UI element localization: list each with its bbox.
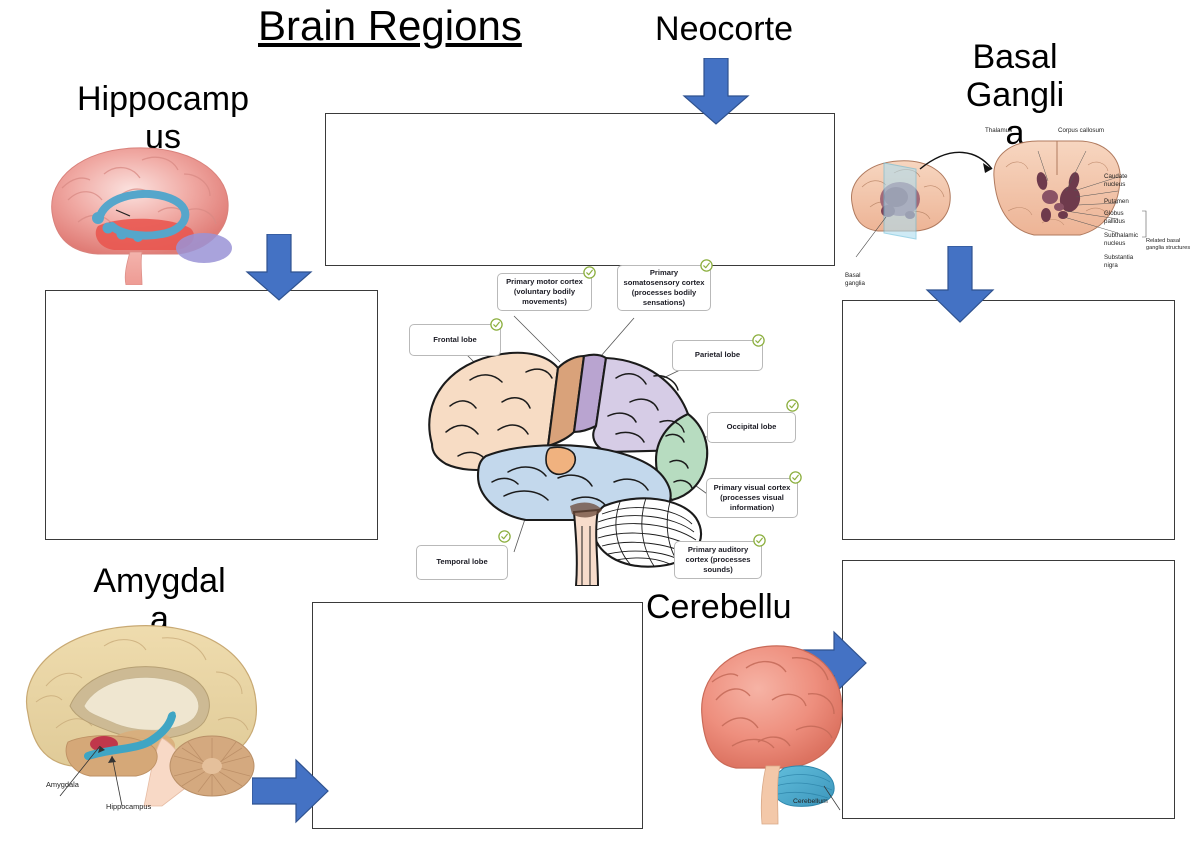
callout-primary-somatosensory-cortex[interactable]: Primary somatosensory cortex (processes … xyxy=(617,265,711,311)
callout-primary-motor-cortex[interactable]: Primary motor cortex (voluntary bodily m… xyxy=(497,273,592,311)
callout-temporal-lobe[interactable]: Temporal lobe xyxy=(416,545,508,580)
callout-frontal-lobe[interactable]: Frontal lobe xyxy=(409,324,501,356)
answer-box-hippocampus[interactable] xyxy=(45,290,378,540)
region-label-basal-ganglia-line1: Basal xyxy=(972,38,1058,76)
amygdala-brain-illustration xyxy=(12,610,282,810)
answer-box-neocortex[interactable] xyxy=(325,113,835,266)
page-title: Brain Regions xyxy=(258,2,522,49)
bg-label-thalamus: Thalamus xyxy=(985,127,1013,134)
callout-primary-auditory-cortex[interactable]: Primary auditory cortex (processes sound… xyxy=(674,541,762,579)
bg-label-subthalamic-nucleus: Subthalamic nucleus xyxy=(1104,232,1139,247)
bg-label-related-structures: Related basal ganglia structures xyxy=(1146,238,1191,251)
region-label-hippocampus-line1: Hippocamp xyxy=(77,80,249,118)
region-label-hippocampus: Hippocamp us xyxy=(48,80,278,156)
region-label-basal-ganglia-line2: Gangli xyxy=(965,76,1065,115)
arrow-down-neocortex xyxy=(682,58,750,126)
check-icon-primary-motor-cortex xyxy=(583,266,596,279)
bg-label-substantia-nigra: Substantia nigra xyxy=(1104,254,1134,269)
arrow-down-basal-ganglia xyxy=(925,246,995,324)
check-icon-temporal-lobe xyxy=(498,530,511,543)
region-label-basal-ganglia: Basal Gangli a xyxy=(920,38,1110,152)
arrow-right-amygdala xyxy=(252,758,330,824)
check-icon-occipital-lobe xyxy=(786,399,799,412)
amygdala-label-amygdala: Amygdala xyxy=(46,780,79,789)
basal-ganglia-illustration xyxy=(842,125,1182,305)
bg-label-basal-ganglia: Basal ganglia xyxy=(845,272,865,287)
hippocampus-brain-illustration xyxy=(38,130,253,285)
check-icon-primary-somatosensory-cortex xyxy=(700,259,713,272)
bg-label-putamen: Putamen xyxy=(1104,198,1129,205)
region-label-basal-ganglia-line3: a xyxy=(1005,114,1025,153)
region-label-amygdala-line1: Amygdal xyxy=(93,562,226,600)
answer-box-basal-ganglia[interactable] xyxy=(842,300,1175,540)
bg-label-corpus-callosum: Corpus callosum xyxy=(1058,127,1105,134)
answer-box-cerebellum[interactable] xyxy=(842,560,1175,819)
bg-label-caudate-nucleus: Caudate nucleus xyxy=(1104,173,1128,188)
check-icon-frontal-lobe xyxy=(490,318,503,331)
callout-parietal-lobe[interactable]: Parietal lobe xyxy=(672,340,763,371)
callout-primary-visual-cortex[interactable]: Primary visual cortex (processes visual … xyxy=(706,478,798,518)
region-label-neocortex: Neocorte xyxy=(655,10,793,48)
check-icon-primary-auditory-cortex xyxy=(753,534,766,547)
check-icon-primary-visual-cortex xyxy=(789,471,802,484)
bg-label-globus-pallidus: Globus pallidus xyxy=(1104,210,1125,225)
cerebellum-brain-illustration xyxy=(692,638,852,828)
callout-occipital-lobe[interactable]: Occipital lobe xyxy=(707,412,796,443)
answer-box-amygdala[interactable] xyxy=(312,602,643,829)
check-icon-parietal-lobe xyxy=(752,334,765,347)
amygdala-label-hippocampus: Hippocampus xyxy=(106,802,152,811)
region-label-cerebellum: Cerebellu xyxy=(646,588,792,626)
arrow-down-hippocampus xyxy=(245,234,313,302)
neocortex-lobes-diagram xyxy=(398,256,808,586)
cerebellum-label-cerebellum: Cerebellum xyxy=(793,798,828,805)
